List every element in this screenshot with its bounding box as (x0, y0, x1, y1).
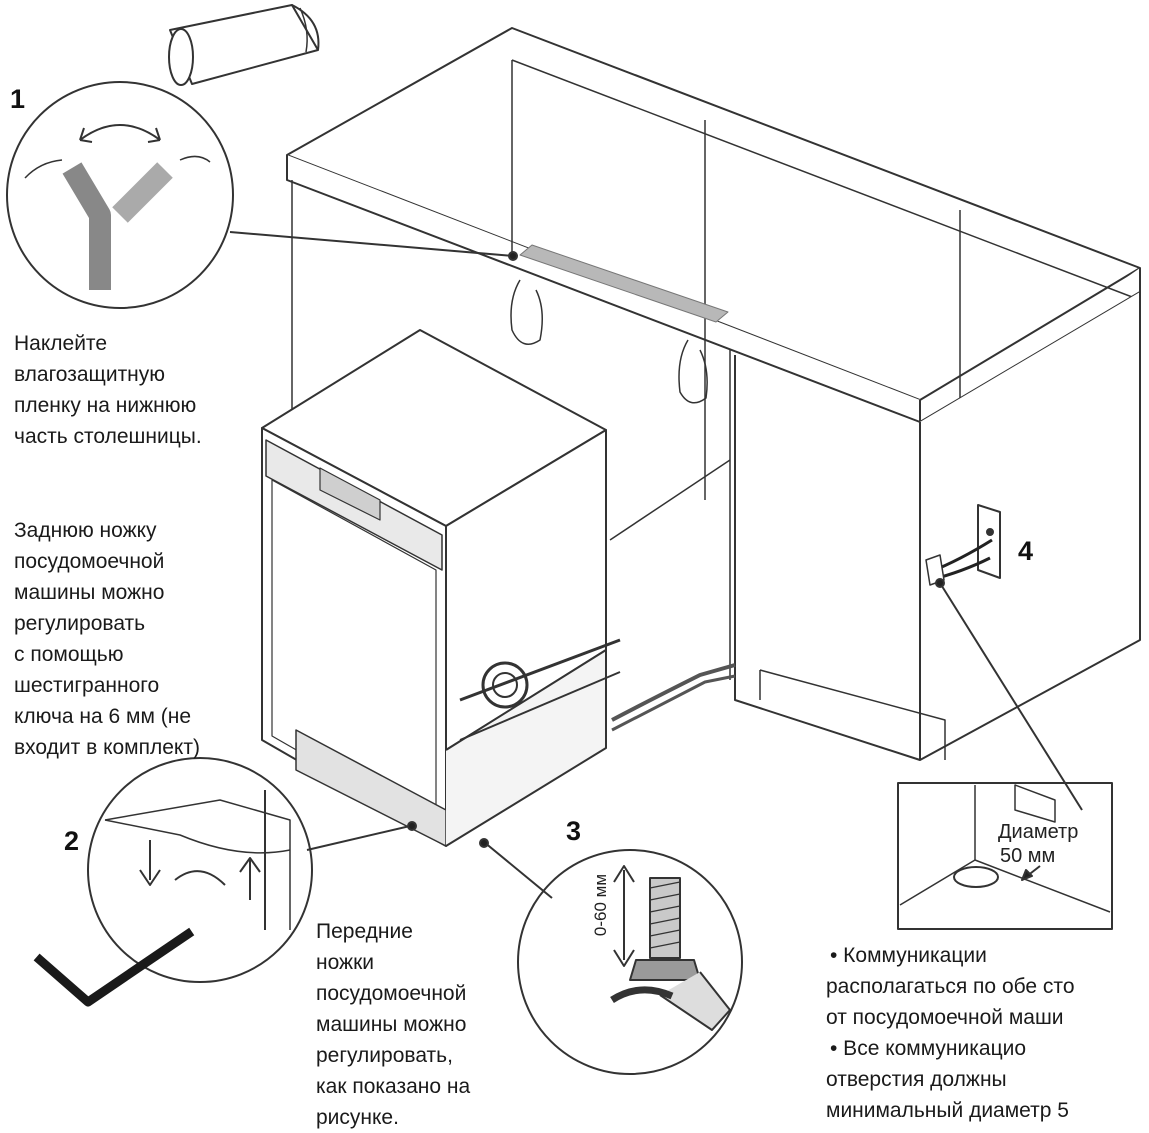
step-number-3: 3 (566, 816, 582, 846)
diameter-label: Диаметр (998, 821, 1078, 843)
hands-icon (510, 279, 708, 404)
height-range-label: 0-60 мм (591, 874, 610, 936)
note-line-2: располагаться по обе сто (826, 975, 1075, 998)
note-line-5: отверстия должны (826, 1068, 1007, 1091)
countertop-cabinet (286, 27, 1141, 761)
communications-notes: • Коммуникации располагаться по обе сто … (826, 936, 1149, 1131)
moisture-tape (519, 244, 729, 323)
leader-line-4 (939, 582, 1083, 811)
dishwasher (261, 329, 621, 847)
check-mark-icon (33, 927, 195, 1007)
caption-front-legs: Передние ножки посудомоечной машины можн… (316, 920, 471, 1129)
diameter-value: 50 мм (1000, 845, 1055, 867)
note-line-4: • Все коммуникацио (830, 1037, 1027, 1060)
note-line-3: от посудомоечной маши (826, 1006, 1064, 1029)
note-line-1: • Коммуникации (830, 944, 987, 967)
leader-line-2 (306, 825, 411, 851)
film-roll-icon (168, 4, 320, 86)
callout-drain-hole (897, 782, 1113, 930)
step-number-2: 2 (64, 826, 80, 856)
callout-front-leg (517, 849, 743, 1075)
hoses (611, 663, 736, 722)
caption-rear-leg: Заднюю ножку посудомоечной машины можно … (14, 519, 200, 759)
step-number-4: 4 (1018, 536, 1034, 566)
leader-line-1 (229, 231, 514, 257)
callout-tape (6, 81, 234, 309)
callout-rear-leg (87, 757, 313, 983)
note-line-6: минимальный диаметр 5 (826, 1099, 1069, 1122)
wall-socket-icon (925, 504, 1001, 586)
leader-line-3 (483, 841, 553, 899)
caption-tape: Наклейте влагозащитную пленку на нижнюю … (14, 332, 202, 448)
step-number-1: 1 (10, 84, 26, 114)
